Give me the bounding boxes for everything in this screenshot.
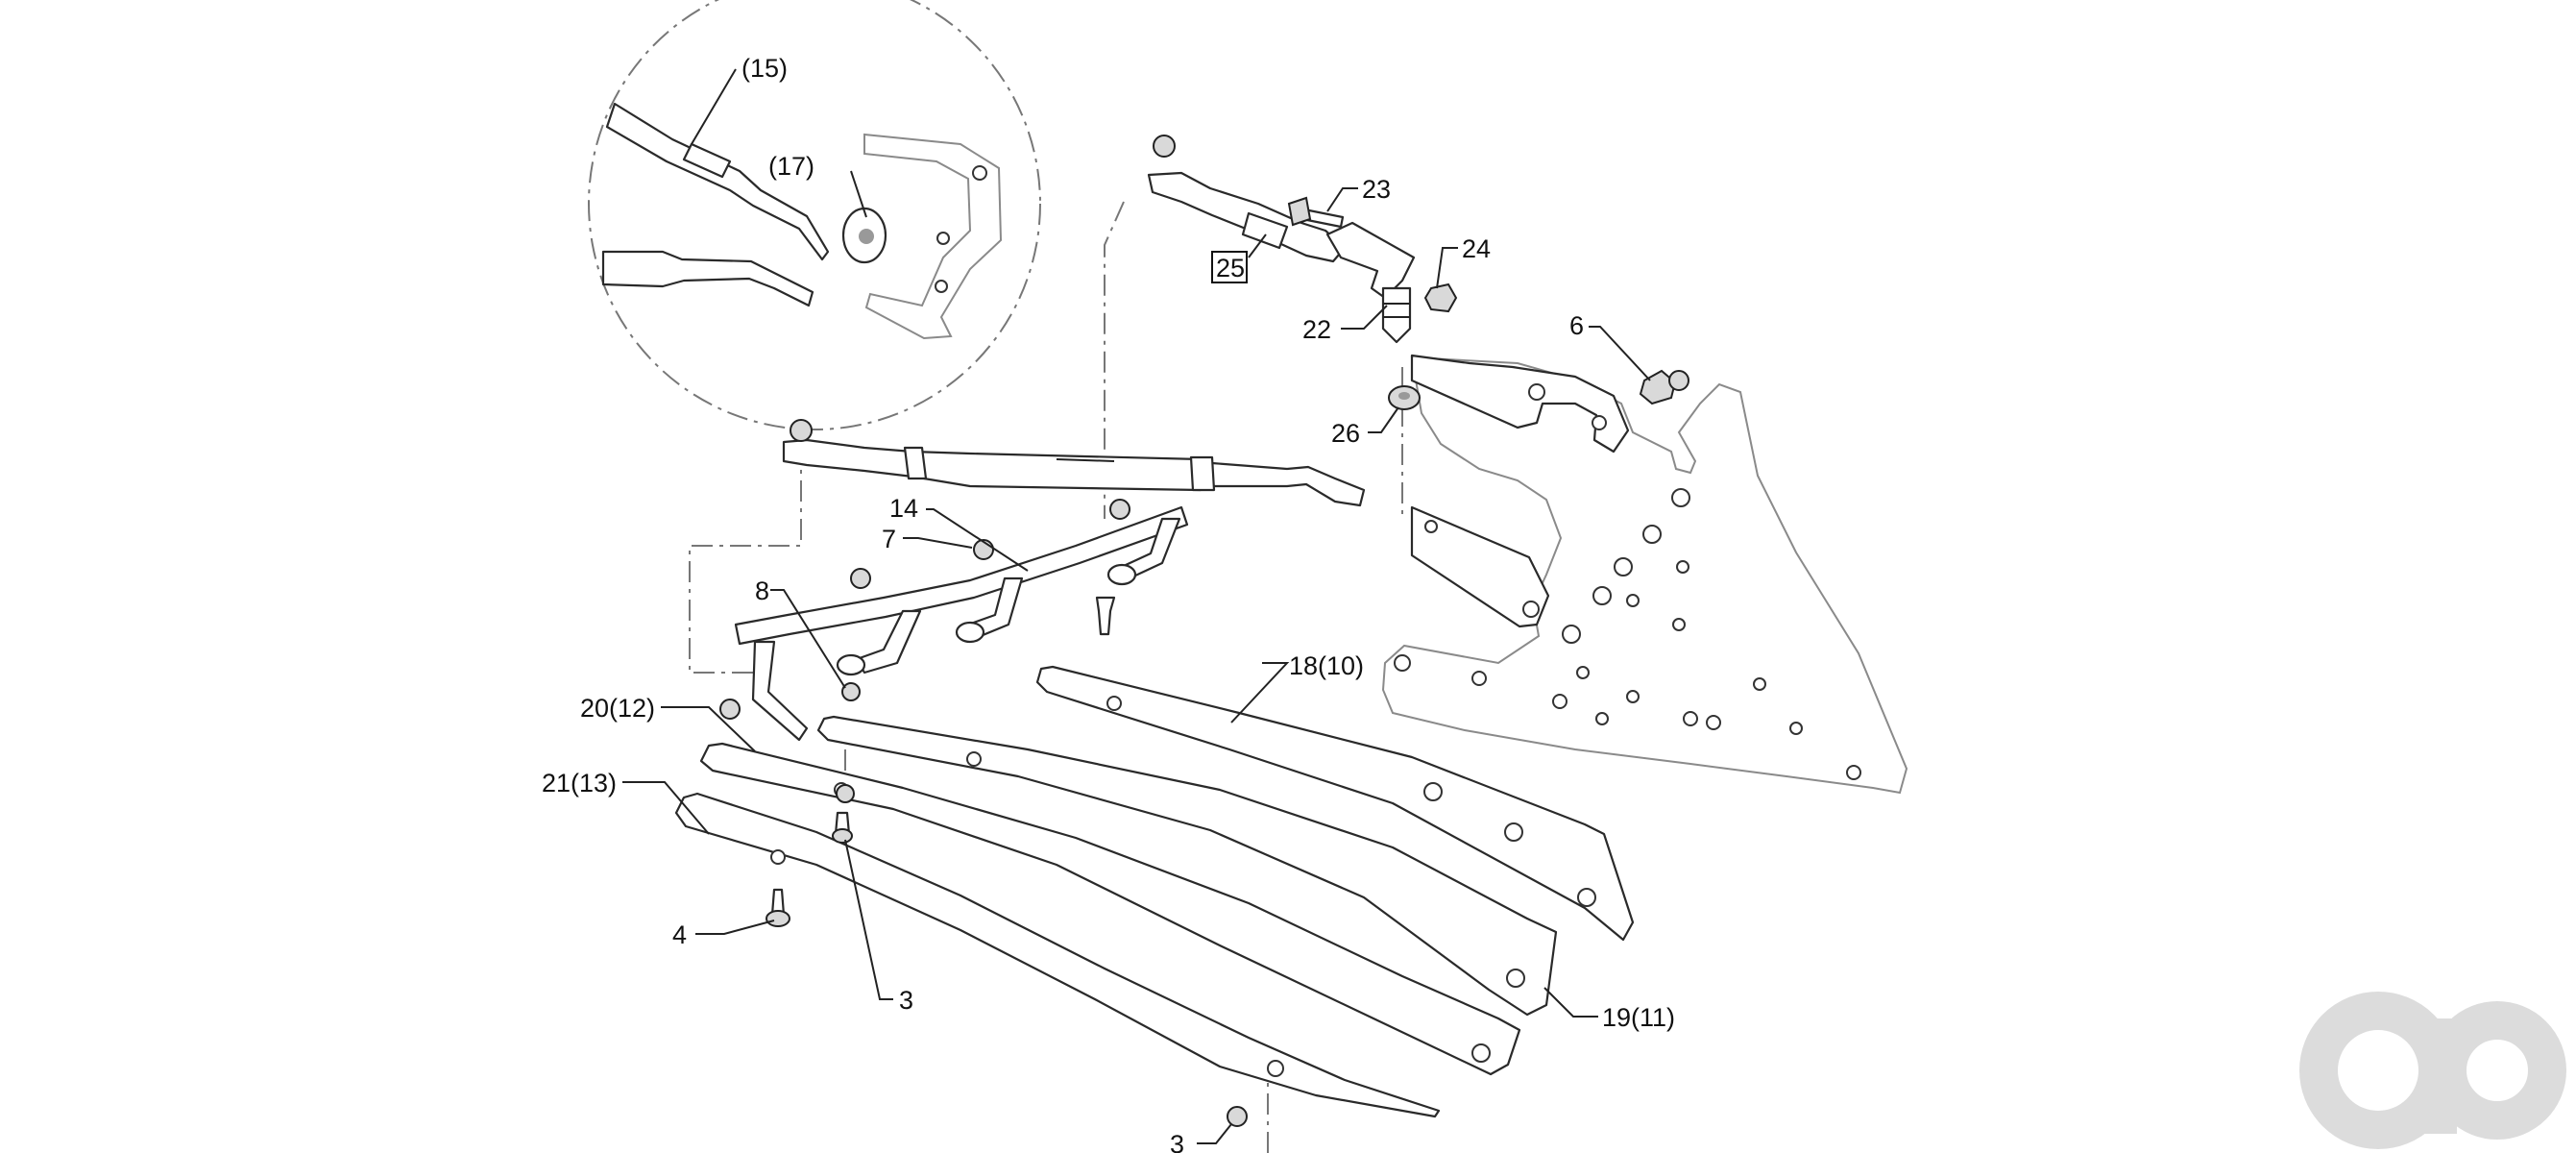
leader-3a <box>844 839 893 1000</box>
leader-25 <box>1248 233 1267 258</box>
hook-2 <box>855 609 922 675</box>
bolt-22 <box>1381 286 1412 344</box>
label-24: 24 <box>1462 234 1491 263</box>
inset-upper-rod <box>605 102 830 261</box>
label-21-13: 21(13) <box>542 769 617 797</box>
leader-3b <box>1197 1123 1232 1144</box>
detail-inset <box>588 0 1041 430</box>
blade-18 <box>1035 665 1635 942</box>
label-25-box <box>1211 251 1248 283</box>
rod-25-sleeve <box>1241 211 1289 250</box>
label-7: 7 <box>882 525 896 553</box>
plow-frame <box>1381 356 1908 795</box>
rod-elbow <box>1325 221 1416 300</box>
inset-lower-rod <box>601 250 814 307</box>
label-3a: 3 <box>899 986 913 1015</box>
leader-15 <box>691 68 737 145</box>
label-18-10: 18(10) <box>1289 651 1364 680</box>
label-26: 26 <box>1331 419 1360 448</box>
leader-7 <box>903 537 973 549</box>
nut-top <box>1153 135 1176 158</box>
watermark-logo <box>2299 992 2566 1149</box>
bar-14 <box>734 505 1189 646</box>
bolt-bar <box>1095 596 1116 636</box>
nut-8 <box>841 682 861 701</box>
leader-20-12 <box>661 706 756 752</box>
nut-bar-left <box>719 699 741 720</box>
bracket-top-plate <box>1410 354 1630 454</box>
main-adjust-rod <box>782 419 1366 507</box>
inset-bracket <box>863 133 1003 340</box>
lower-bolts <box>766 784 1248 1127</box>
bolt-3b <box>1227 1106 1248 1127</box>
bracket-lower-plate <box>1410 505 1550 628</box>
bolt-3-head <box>832 828 853 844</box>
label-19-11: 19(11) <box>1602 1003 1675 1032</box>
label-6: 6 <box>1569 311 1584 340</box>
leader-21-13 <box>622 781 710 835</box>
dash-link-upper <box>1104 201 1125 519</box>
leader-17 <box>850 170 867 218</box>
label-25: 25 <box>1216 254 1245 282</box>
inset-rod-sleeve <box>682 142 732 179</box>
label-3b: 3 <box>1170 1130 1184 1153</box>
label-20-12: 20(12) <box>580 694 655 723</box>
rod-nut-left <box>790 419 813 442</box>
label-17: (17) <box>768 152 814 181</box>
nut-8-top <box>850 568 871 589</box>
blade-20 <box>699 742 1521 1076</box>
nut-24 <box>1423 282 1458 313</box>
dash-link-left <box>689 442 802 674</box>
upper-link-rod <box>1147 135 1689 410</box>
leader-26 <box>1368 406 1399 433</box>
leader-22 <box>1341 305 1388 330</box>
bolt-4-head <box>766 910 790 927</box>
blades <box>674 665 1635 1118</box>
leader-8 <box>770 589 846 689</box>
label-14: 14 <box>889 494 918 523</box>
label-4: 4 <box>672 920 687 949</box>
leader-14 <box>926 508 1029 572</box>
leader-4 <box>695 920 775 935</box>
label-15: (15) <box>741 54 788 83</box>
mount-bracket <box>1410 354 1630 628</box>
rod-body <box>782 438 1366 507</box>
label-23: 23 <box>1362 175 1391 204</box>
blade-19 <box>816 715 1558 1017</box>
rod-collar-left <box>903 446 928 480</box>
label-22: 22 <box>1302 315 1331 344</box>
rod-collar-right <box>1189 455 1216 492</box>
leader-6 <box>1589 326 1651 381</box>
frame-outline <box>1381 356 1908 795</box>
label-8: 8 <box>755 576 769 605</box>
leader-23 <box>1326 187 1358 212</box>
nut-bar-right <box>1109 499 1130 520</box>
leader-24 <box>1436 247 1458 289</box>
leader-19-11 <box>1543 987 1598 1018</box>
leader-18-10 <box>1230 662 1290 724</box>
hook-1 <box>751 640 809 742</box>
